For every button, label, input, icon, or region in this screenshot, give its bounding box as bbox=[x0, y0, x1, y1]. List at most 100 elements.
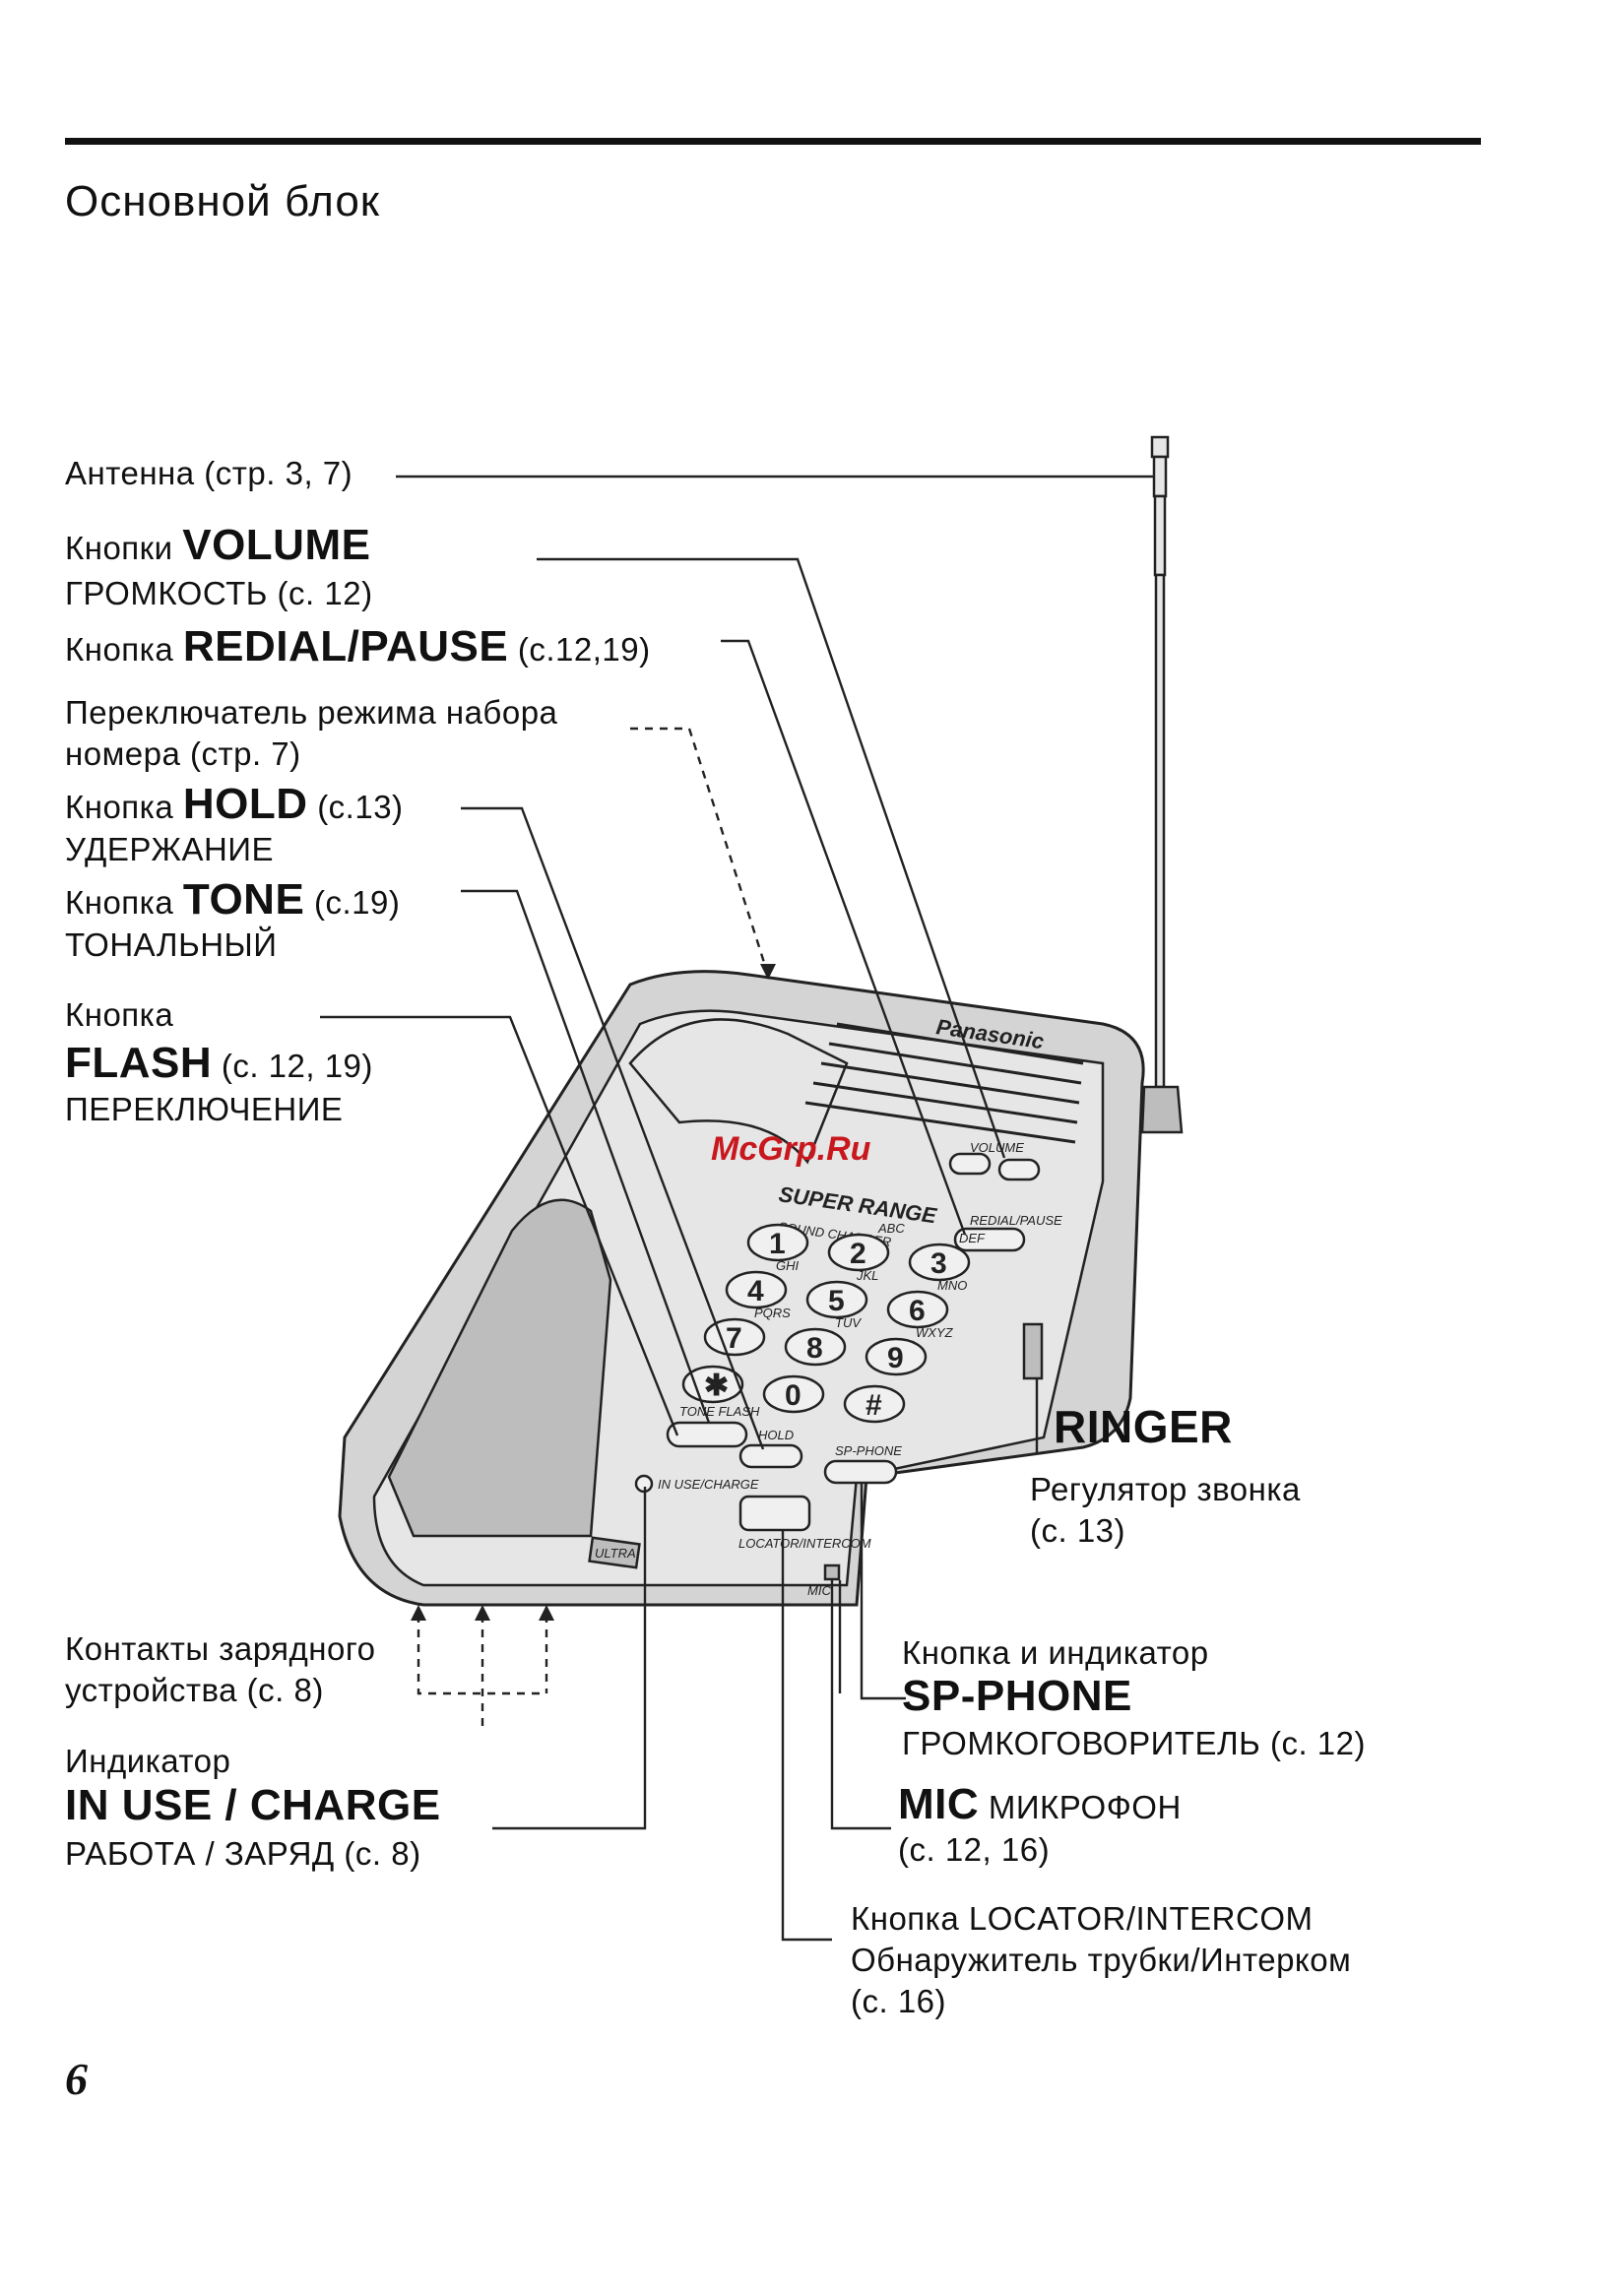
keypad-key-shape bbox=[827, 1233, 890, 1272]
in-use-label: IN USE / CHARGE bbox=[65, 1784, 441, 1829]
tone-name: TONE bbox=[182, 875, 305, 924]
keypad-key: 1 bbox=[746, 1223, 809, 1262]
volume-down-button bbox=[948, 1152, 992, 1176]
locator-line2: Обнаружитель трубки/Интерком bbox=[851, 1942, 1352, 1978]
top-rule bbox=[65, 138, 1481, 145]
keypad-key-shape bbox=[784, 1327, 847, 1367]
charge-contacts-line1: Контакты зарядного bbox=[65, 1630, 376, 1667]
sp-phone-button bbox=[823, 1459, 898, 1485]
keypad-key-digit: # bbox=[866, 1389, 882, 1422]
in-use-leader bbox=[492, 1487, 647, 1830]
volume-leader bbox=[537, 557, 1006, 1159]
keypad-key-shape bbox=[908, 1243, 971, 1282]
volume-desc: ГРОМКОСТЬ (с. 12) bbox=[65, 575, 373, 611]
keypad-key-digit: 4 bbox=[747, 1275, 764, 1307]
keypad-key-shape bbox=[725, 1270, 788, 1309]
hold-button bbox=[738, 1443, 803, 1469]
redial-prefix: Кнопка bbox=[65, 631, 174, 668]
mic-leader bbox=[830, 1580, 891, 1830]
hold-name: HOLD bbox=[182, 780, 308, 828]
mic-name: MIC bbox=[898, 1780, 980, 1828]
redial-ref: (с.12,19) bbox=[517, 631, 651, 668]
keypad-key-digit: 6 bbox=[909, 1295, 926, 1327]
locator-line3: (с. 16) bbox=[851, 1983, 947, 2019]
hold-device-label: HOLD bbox=[758, 1428, 794, 1442]
in-use-name: IN USE / CHARGE bbox=[65, 1781, 441, 1829]
mic-desc: МИКРОФОН bbox=[988, 1789, 1182, 1825]
keypad-key-letters: GHI bbox=[776, 1258, 800, 1273]
hold-prefix: Кнопка bbox=[65, 789, 174, 825]
locator-leader bbox=[781, 1531, 832, 1942]
ringer-name: RINGER bbox=[1054, 1404, 1233, 1452]
watermark: McGrp.Ru bbox=[711, 1130, 871, 1168]
keypad-key: 5 JKL bbox=[805, 1268, 878, 1319]
sp-phone-name: SP-PHONE bbox=[902, 1672, 1132, 1720]
flash-name: FLASH bbox=[65, 1039, 213, 1087]
hold-leader bbox=[461, 806, 765, 1450]
leader-lines bbox=[320, 475, 1154, 1942]
keypad-key-letters: WXYZ bbox=[916, 1325, 954, 1340]
hold-label: Кнопка HOLD (с.13) bbox=[65, 783, 404, 828]
keypad-key: # bbox=[843, 1384, 906, 1424]
keypad-key: 6 MNO bbox=[886, 1278, 967, 1329]
antenna-label: Антенна (стр. 3, 7) bbox=[65, 455, 353, 491]
keypad-key-shape bbox=[805, 1280, 868, 1319]
tone-prefix: Кнопка bbox=[65, 884, 174, 921]
keypad-key-letters: JKL bbox=[856, 1268, 878, 1283]
keypad-key-digit: 9 bbox=[887, 1342, 904, 1374]
sp-phone-desc: ГРОМКОГОВОРИТЕЛЬ (с. 12) bbox=[902, 1725, 1367, 1761]
in-use-prefix: Индикатор bbox=[65, 1743, 231, 1779]
flash-button bbox=[666, 1421, 748, 1448]
redial-leader bbox=[721, 639, 967, 1236]
ringer-line2: (с. 13) bbox=[1030, 1512, 1126, 1549]
keypad-key-digit: 3 bbox=[930, 1247, 947, 1280]
mic-hole bbox=[823, 1563, 841, 1581]
tone-flash-device-label: TONE FLASH bbox=[679, 1404, 760, 1419]
redial-name: REDIAL/PAUSE bbox=[182, 622, 509, 670]
keypad-key: 0 bbox=[762, 1374, 825, 1414]
dial-mode-line1: Переключатель режима набора bbox=[65, 694, 558, 731]
hold-ref: (с.13) bbox=[317, 789, 404, 825]
keypad-key-letters: TUV bbox=[835, 1315, 862, 1330]
speaker-grille bbox=[804, 1022, 1084, 1144]
charge-contacts-line2: устройства (с. 8) bbox=[65, 1672, 324, 1708]
keypad-key-shape bbox=[843, 1384, 906, 1424]
volume-device-label: VOLUME bbox=[970, 1140, 1024, 1155]
redial-device-label: REDIAL/PAUSE bbox=[970, 1213, 1062, 1228]
charge-contact-arrows bbox=[411, 1605, 554, 1728]
redial-label: Кнопка REDIAL/PAUSE (с.12,19) bbox=[65, 625, 651, 670]
ringer-title: RINGER bbox=[1054, 1401, 1233, 1452]
keypad-key-digit: 0 bbox=[785, 1379, 802, 1412]
ultra-badge bbox=[588, 1536, 641, 1569]
keypad-key-digit: 7 bbox=[726, 1322, 742, 1355]
tone-leader bbox=[461, 889, 711, 1424]
keypad-key-letters: MNO bbox=[937, 1278, 967, 1293]
ringer-line1: Регулятор звонка bbox=[1030, 1471, 1301, 1507]
mic-label: MIC МИКРОФОН bbox=[898, 1783, 1182, 1828]
flash-leader bbox=[320, 1015, 679, 1436]
keypad-key-digit: 1 bbox=[769, 1228, 786, 1260]
keypad-key: 9 WXYZ bbox=[865, 1325, 954, 1376]
keypad-key-digit: ✱ bbox=[704, 1370, 729, 1402]
hold-desc: УДЕРЖАНИЕ bbox=[65, 831, 275, 867]
sp-phone-device-label: SP-PHONE bbox=[835, 1443, 902, 1458]
volume-up-button bbox=[997, 1158, 1041, 1181]
redial-pause-button bbox=[953, 1227, 1026, 1252]
tone-desc: ТОНАЛЬНЫЙ bbox=[65, 926, 278, 963]
flash-prefix: Кнопка bbox=[65, 996, 174, 1033]
mic-ref: (с. 12, 16) bbox=[898, 1831, 1051, 1868]
sp-phone-label: SP-PHONE bbox=[902, 1675, 1132, 1720]
dial-mode-line2: номера (стр. 7) bbox=[65, 735, 301, 772]
locator-button bbox=[738, 1495, 811, 1532]
sp-phone-prefix: Кнопка и индикатор bbox=[902, 1634, 1209, 1671]
keypad-key-digit: 5 bbox=[828, 1285, 845, 1317]
keypad-key-shape bbox=[746, 1223, 809, 1262]
flash-ref: (с. 12, 19) bbox=[221, 1048, 373, 1084]
volume-prefix: Кнопки bbox=[65, 530, 173, 566]
keypad-key-shape bbox=[762, 1374, 825, 1414]
